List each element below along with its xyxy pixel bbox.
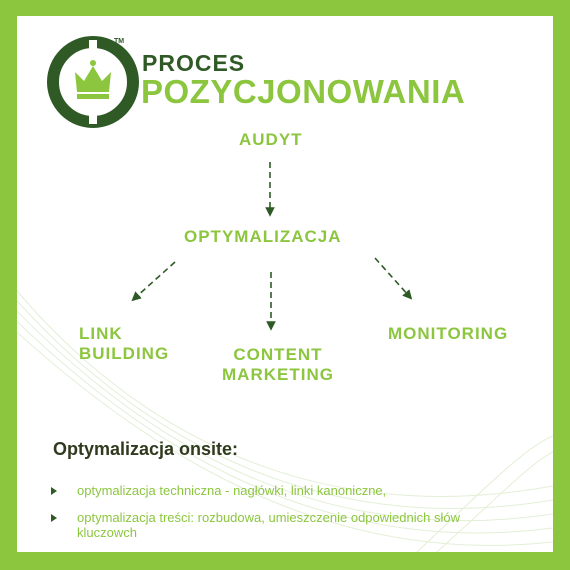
node-link-building-line-1: LINK bbox=[79, 324, 123, 343]
node-content-marketing-line-1: CONTENT bbox=[233, 345, 323, 364]
list-item: optymalizacja techniczna - nagłówki, lin… bbox=[51, 483, 521, 498]
onsite-list: optymalizacja techniczna - nagłówki, lin… bbox=[51, 483, 521, 552]
node-optymalizacja: OPTYMALIZACJA bbox=[184, 227, 342, 246]
title-line-1: PROCES bbox=[142, 50, 246, 76]
title-line-2: POZYCJONOWANIA bbox=[141, 73, 466, 110]
list-item: optymalizacja treści: rozbudowa, umieszc… bbox=[51, 510, 521, 540]
list-item-text: optymalizacja treści: rozbudowa, umieszc… bbox=[77, 510, 460, 540]
ministerstwo-reklamy-logo bbox=[47, 36, 139, 128]
node-link-building-line-2: BUILDING bbox=[79, 344, 170, 363]
node-link-building: LINK BUILDING bbox=[79, 324, 189, 364]
bullet-triangle-icon bbox=[51, 514, 57, 522]
list-item-text: optymalizacja techniczna - nagłówki, lin… bbox=[77, 483, 387, 498]
onsite-heading: Optymalizacja onsite: bbox=[53, 439, 239, 459]
arrow-to-link-building bbox=[131, 261, 176, 302]
node-content-marketing: CONTENT MARKETING bbox=[213, 345, 343, 385]
node-monitoring: MONITORING bbox=[388, 324, 509, 343]
arrow-to-monitoring bbox=[374, 257, 413, 300]
background-swirl bbox=[17, 289, 553, 552]
trademark: TM bbox=[114, 38, 125, 45]
flow-arrows bbox=[131, 162, 413, 331]
card: TM PROCES POZYCJONOWANIA AUDYT OPTYMALIZ… bbox=[17, 16, 553, 552]
bullet-triangle-icon bbox=[51, 487, 57, 495]
node-content-marketing-line-2: MARKETING bbox=[222, 365, 334, 384]
node-audyt: AUDYT bbox=[239, 130, 303, 149]
